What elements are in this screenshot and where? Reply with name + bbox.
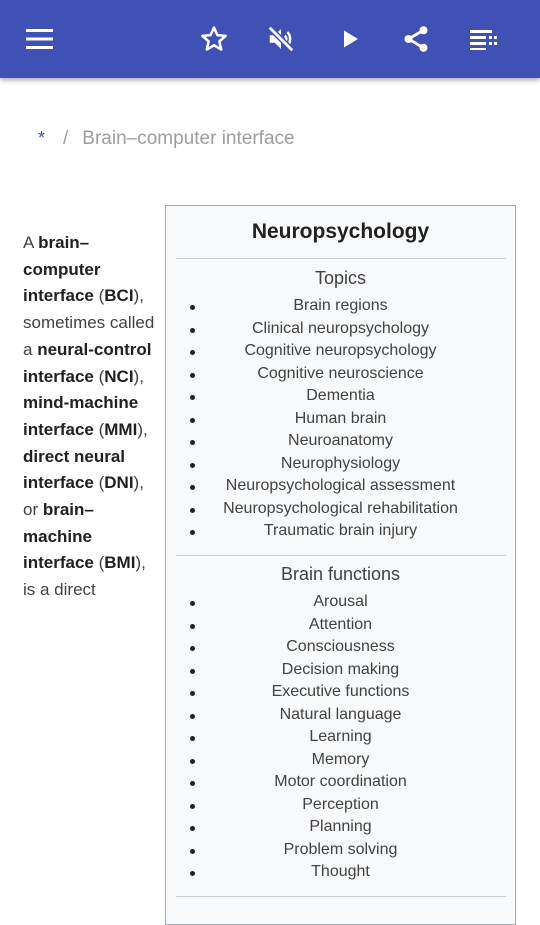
infobox-link[interactable]: Memory [166, 749, 515, 772]
intro-text: ( [93, 286, 105, 306]
section-heading-brain-functions: Brain functions [280, 564, 401, 584]
infobox-link[interactable]: Brain regions [166, 295, 515, 318]
menu-icon[interactable] [20, 19, 60, 59]
intro-text: ), sometimes called a [23, 286, 155, 359]
list-icon[interactable] [464, 19, 504, 59]
volume-off-icon[interactable] [261, 19, 301, 59]
infobox-link[interactable]: Neurophysiology [166, 453, 515, 476]
infobox-link[interactable]: Motor coordination [166, 771, 515, 794]
infobox-link[interactable]: Executive functions [166, 681, 515, 704]
intro-text: ), [137, 419, 148, 439]
infobox-title: Neuropsychology [251, 220, 430, 243]
bold-term: NCI [104, 366, 134, 386]
bold-term: neural-control interface [23, 339, 152, 386]
infobox-divider [176, 896, 506, 897]
infobox-link[interactable]: Decision making [166, 659, 515, 682]
intro-text: ( [93, 473, 105, 493]
infobox-divider [176, 555, 506, 556]
bold-term: brain–computer interface [23, 233, 101, 306]
intro-text: ( [93, 419, 105, 439]
infobox-link[interactable]: Attention [166, 614, 515, 637]
share-icon[interactable] [396, 19, 436, 59]
bold-term: MMI [104, 419, 138, 439]
infobox-link[interactable]: Planning [166, 816, 515, 839]
infobox-link[interactable]: Consciousness [166, 636, 515, 659]
bold-term: DNI [104, 473, 134, 493]
intro-text: ), or [23, 473, 144, 520]
breadcrumb-separator: / [63, 128, 69, 149]
breadcrumb: * / Brain–computer interface [38, 128, 295, 150]
infobox-link[interactable]: Dementia [166, 385, 515, 408]
star-icon[interactable] [194, 19, 234, 59]
bold-term: BCI [104, 286, 134, 306]
infobox-link[interactable]: Neuroanatomy [166, 430, 515, 453]
play-icon[interactable] [330, 19, 370, 59]
infobox-link[interactable]: Cognitive neuroscience [166, 363, 515, 386]
infobox-link[interactable]: Arousal [166, 591, 515, 614]
infobox-link[interactable]: Traumatic brain injury [166, 520, 515, 543]
bold-term: brain–machine interface [23, 500, 94, 573]
infobox-link[interactable]: Cognitive neuropsychology [166, 340, 515, 363]
intro-text: A [23, 233, 39, 252]
bold-term: BMI [104, 553, 136, 573]
bold-term: mind-machine interface [23, 393, 139, 439]
intro-text: ), is a direct [23, 553, 146, 600]
infobox-link[interactable]: Clinical neuropsychology [166, 318, 515, 341]
section-heading-topics: Topics [314, 268, 367, 288]
infobox-link[interactable]: Neuropsychological assessment [166, 475, 515, 498]
infobox-divider [176, 258, 506, 259]
breadcrumb-home-link[interactable]: * [38, 128, 46, 148]
infobox-link[interactable]: Human brain [166, 408, 515, 431]
bold-term: direct neural interface [23, 446, 126, 493]
breadcrumb-current: Brain–computer interface [82, 128, 295, 149]
infobox-link[interactable]: Neuropsychological rehabilitation [166, 498, 515, 521]
app-bar [0, 0, 540, 78]
infobox-link[interactable]: Thought [166, 861, 515, 884]
infobox-link[interactable]: Perception [166, 794, 515, 817]
intro-text: ( [93, 366, 105, 386]
intro-text: ), [133, 366, 144, 386]
infobox-link[interactable]: Problem solving [166, 839, 515, 862]
infobox-link[interactable]: Learning [166, 726, 515, 749]
intro-text: ( [93, 553, 105, 573]
article-intro: A brain–computer interface (BCI), someti… [23, 230, 155, 604]
infobox-link[interactable]: Natural language [166, 704, 515, 727]
